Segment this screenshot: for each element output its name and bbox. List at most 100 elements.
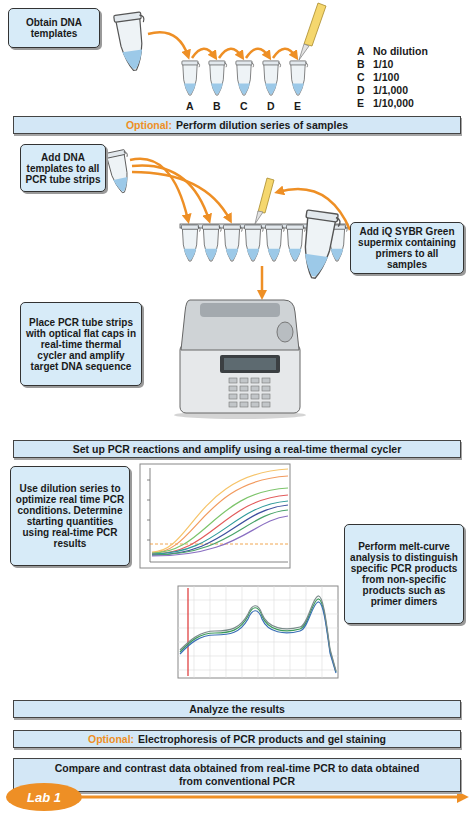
optional-tag: Optional: [126, 119, 172, 132]
process-box: Perform melt-curve analysis to distingui… [344, 524, 464, 624]
thermal-cycler [240, 394, 248, 399]
amplification-chart [140, 464, 290, 568]
pipette [299, 44, 309, 60]
tube-letter: C [240, 100, 248, 112]
tube-letter: A [186, 100, 194, 112]
dilution-tubes [182, 61, 308, 95]
badge-fill [6, 783, 82, 811]
step-text: Perform dilution series of samples [176, 119, 348, 132]
strip-pipette [255, 211, 263, 224]
process-box: Add DNA templates to all PCR tube strips [20, 144, 106, 192]
transfer-arrows [192, 49, 215, 58]
melt-curve-chart [180, 599, 336, 672]
transfer-arrows [273, 49, 296, 58]
thermal-cycler [240, 386, 248, 391]
pcr-tube-strip [181, 225, 200, 261]
tube-letter: D [267, 100, 275, 112]
thermal-cycler [229, 394, 237, 399]
thermal-cycler [251, 386, 259, 391]
dilution-value: 1/1,000 [373, 84, 408, 96]
supermix-arrow [278, 189, 350, 230]
dilution-key: B [357, 58, 365, 70]
melt-curve-chart [178, 586, 338, 678]
process-box: Use dilution series to optimize real tim… [10, 466, 130, 566]
strip-pipette [255, 178, 274, 224]
template-arrows [132, 172, 230, 220]
melt-curve-chart [180, 596, 336, 671]
pcr-tube-strip [265, 225, 284, 261]
thermal-cycler [262, 378, 270, 383]
step-text: Perform melt-curve analysis to distingui… [349, 541, 459, 607]
transfer-arrows [246, 49, 269, 58]
thermal-cycler [240, 402, 248, 407]
dilution-tubes [209, 61, 227, 95]
template-tube [105, 149, 135, 194]
template-tube [105, 149, 135, 194]
step-text: Analyze the results [189, 703, 285, 716]
stage-band: Optional: Electrophoresis of PCR products… [13, 730, 461, 748]
amplification-chart [152, 469, 288, 552]
melt-curve-chart [180, 602, 336, 673]
step-text: Lab 1 [27, 790, 61, 805]
template-arrows [132, 165, 209, 220]
step-text: Add iQ SYBR Green supermix containing pr… [355, 226, 459, 270]
timeline-arrow [80, 796, 464, 799]
amplification-chart [152, 505, 288, 555]
amplification-chart [147, 480, 150, 540]
step-text: Compare and contrast data obtained from … [54, 762, 420, 788]
thermal-cycler [240, 378, 248, 383]
tube-letter: B [213, 100, 221, 112]
amplification-chart [152, 510, 288, 555]
pipette [304, 3, 326, 46]
thermal-cycler [277, 322, 293, 342]
stage-band: Set up PCR reactions and amplify using a… [13, 440, 461, 458]
dilution-value: 1/100 [373, 71, 399, 83]
stage-band: Optional: Perform dilution series of samp… [13, 116, 461, 134]
thermal-cycler [229, 378, 237, 383]
thermal-cycler [180, 344, 300, 413]
thermal-cycler [229, 378, 270, 407]
dilution-tubes [290, 61, 308, 95]
dilution-tubes [263, 61, 281, 95]
thermal-cycler [262, 402, 270, 407]
thermal-cycler [224, 358, 276, 370]
transfer-arrows [148, 32, 188, 56]
dilution-value: 1/10 [373, 58, 393, 70]
step-text: Add DNA templates to all PCR tube strips [25, 152, 101, 185]
dilution-key: C [357, 71, 365, 83]
supermix-tube [298, 210, 341, 281]
step-text: Electrophoresis of PCR products and gel … [138, 733, 386, 746]
tube-letter: E [294, 100, 301, 112]
timeline-arrow [80, 796, 464, 799]
thermal-cycler [220, 355, 280, 373]
step-text: Obtain DNA templates [13, 17, 95, 39]
thermal-cycler [174, 300, 306, 419]
cycler-arrow [261, 266, 264, 296]
amplification-chart [140, 464, 290, 568]
amplification-chart [152, 488, 288, 553]
cycler-arrow [261, 266, 264, 296]
optional-tag: Optional: [88, 733, 134, 746]
dilution-tubes [236, 61, 254, 95]
amplification-chart [150, 544, 288, 545]
stage-band: Analyze the results [13, 700, 461, 718]
thermal-cycler [251, 402, 259, 407]
transfer-arrows [219, 49, 242, 58]
melt-curve-chart [180, 596, 336, 673]
process-box: Add iQ SYBR Green supermix containing pr… [350, 222, 464, 274]
thermal-cycler [251, 394, 259, 399]
dilution-key: D [357, 84, 365, 96]
supermix-tube [298, 210, 341, 281]
amplification-chart [152, 516, 288, 556]
melt-curve-chart [178, 586, 338, 678]
dilution-tubes [182, 61, 200, 95]
thermal-cycler [229, 386, 237, 391]
step-text: Use dilution series to optimize real tim… [15, 483, 125, 549]
amplification-chart [152, 495, 288, 554]
thermal-cycler [229, 402, 237, 407]
thermal-cycler [262, 386, 270, 391]
melt-curve-chart [187, 588, 188, 676]
source-tube [114, 12, 151, 73]
amplification-chart [152, 469, 288, 556]
